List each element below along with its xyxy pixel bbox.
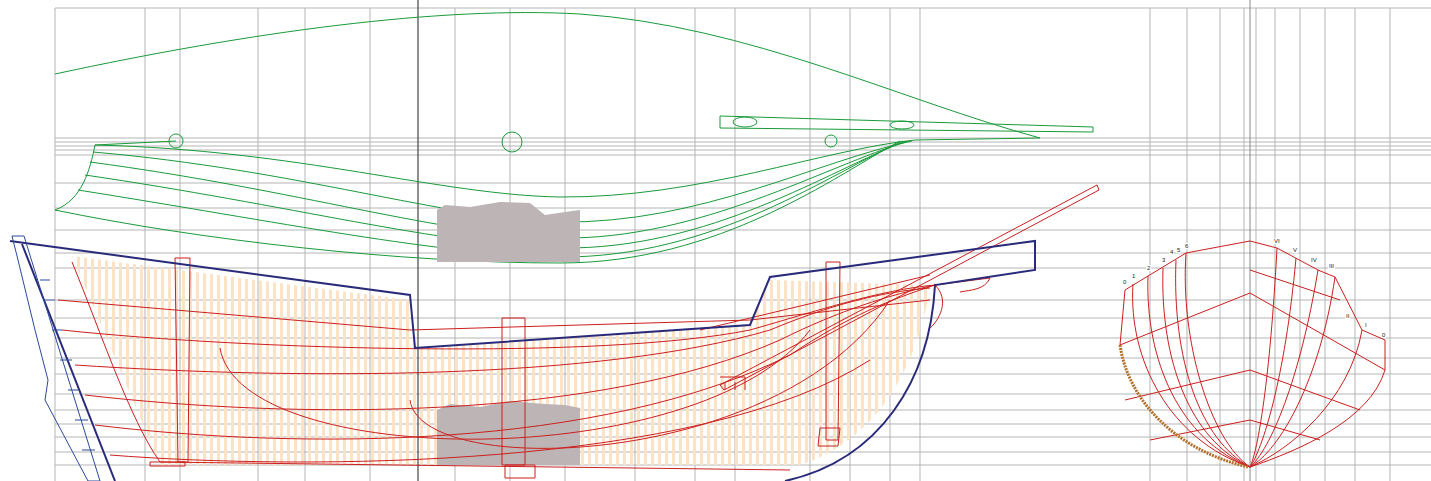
centre-line <box>1250 0 1251 481</box>
profile-lines <box>58 185 1099 478</box>
rudder <box>12 236 100 481</box>
station-number: IV <box>1310 257 1318 263</box>
hull-outline <box>10 241 1035 481</box>
station-number: 3 <box>1161 257 1166 263</box>
grid <box>55 8 1431 481</box>
station-number: 0 <box>1122 279 1127 285</box>
station-number: 0 <box>1381 332 1386 338</box>
half-breadth-plan <box>55 13 1093 263</box>
body-plan <box>1120 241 1385 467</box>
station-number: V <box>1292 247 1298 253</box>
station-number: I <box>1364 322 1368 328</box>
station-number: III <box>1328 263 1335 269</box>
planking-edge <box>1120 345 1248 467</box>
station-number: VI <box>1273 238 1281 244</box>
station-number: II <box>1345 313 1350 319</box>
hatch-grey <box>437 202 580 262</box>
frame-stripes <box>72 256 930 465</box>
station-number: 1 <box>1131 273 1136 279</box>
station-number: 4 <box>1169 249 1174 255</box>
hold-grey <box>437 401 580 465</box>
station-number: 2 <box>1146 265 1151 271</box>
station-number: 6 <box>1184 243 1189 249</box>
station-number: 5 <box>1176 247 1181 253</box>
